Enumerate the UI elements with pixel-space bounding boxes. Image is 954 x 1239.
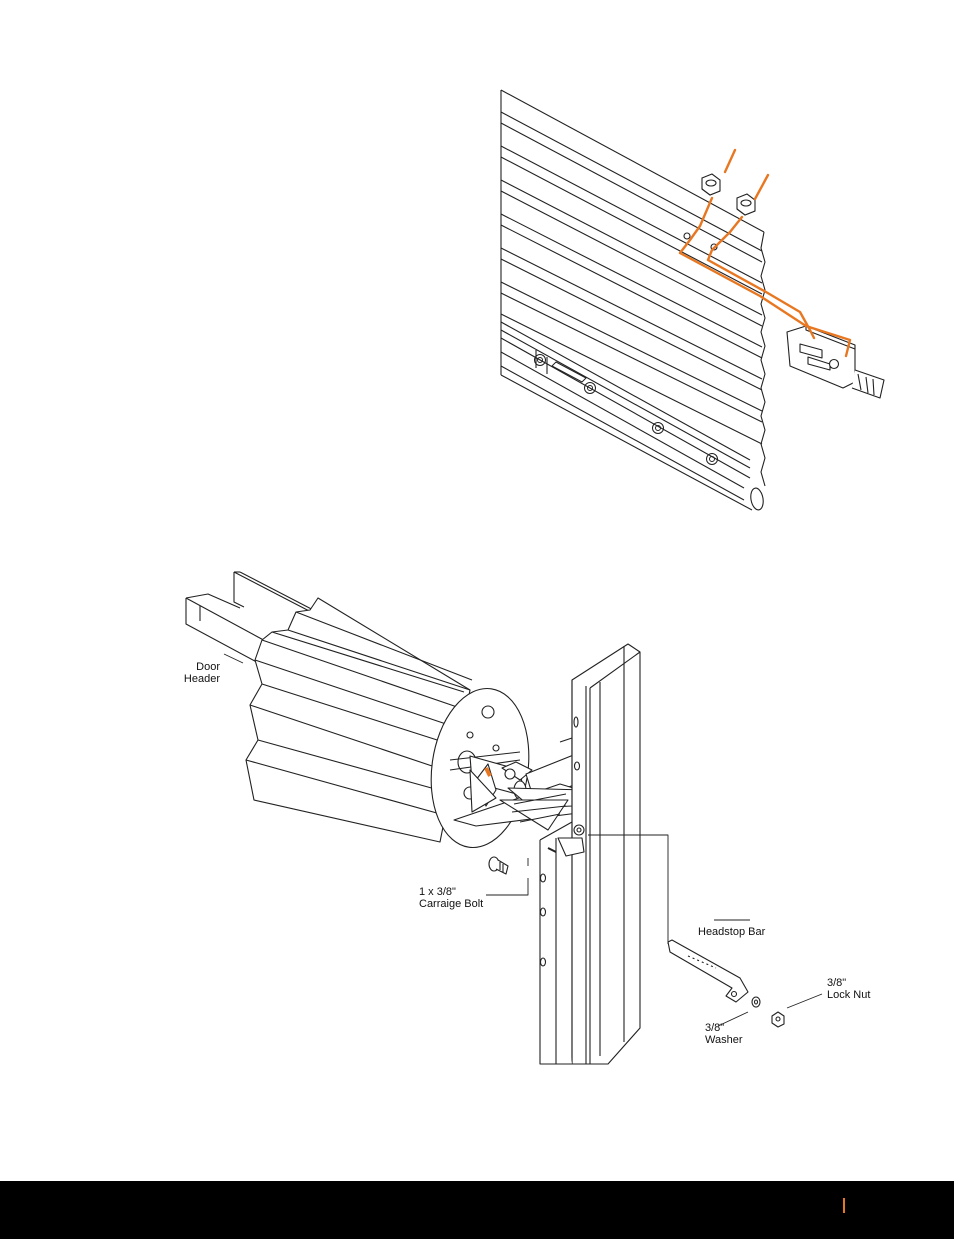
headstop-assembly-figure — [0, 0, 954, 1181]
page-footer — [0, 1181, 954, 1239]
lock-nut-label: 3/8" Lock Nut — [827, 977, 870, 1001]
carriage-bolt-icon — [489, 857, 508, 874]
carriage-bolt-label: 1 x 3/8" Carraige Bolt — [419, 886, 483, 910]
washer-label: 3/8" Washer — [705, 1022, 743, 1046]
headstop-bar — [668, 940, 748, 1002]
door-header-label: Door Header — [178, 661, 220, 685]
footer-accent-mark — [843, 1198, 845, 1213]
guide-post — [540, 644, 640, 1064]
headstop-bar-label: Headstop Bar — [698, 926, 765, 938]
lock-nut-icon — [772, 1012, 784, 1027]
washer-icon — [752, 997, 760, 1007]
